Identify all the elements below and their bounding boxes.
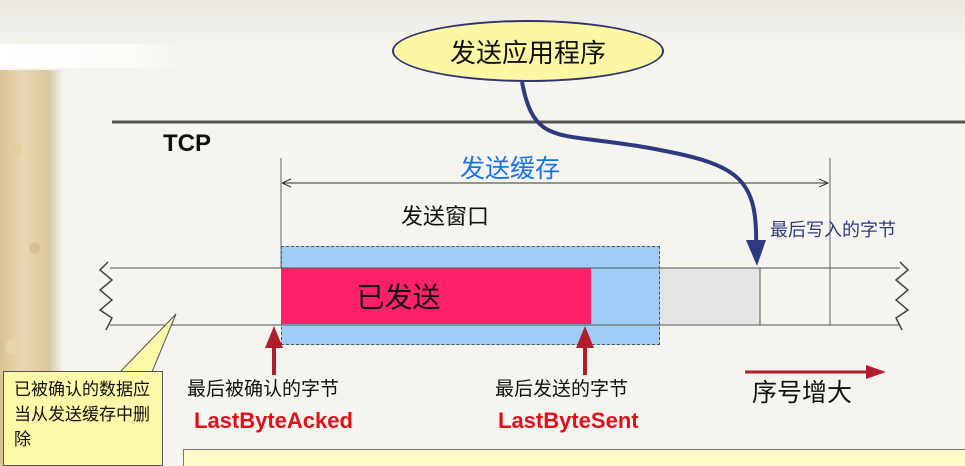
tcp-label: TCP — [163, 130, 211, 157]
background-highlight — [0, 44, 190, 68]
last-sent-arrowhead — [576, 326, 594, 348]
last-acked-cn-label: 最后被确认的字节 — [187, 378, 340, 400]
last-sent-en-label: LastByteSent — [498, 408, 639, 433]
stone-column-shadow — [50, 70, 64, 466]
send-buffer-label: 发送缓存 — [452, 156, 569, 181]
callout-box — [3, 371, 163, 466]
unsent-buffer-rect — [660, 268, 760, 324]
right-break-zigzag — [894, 261, 910, 331]
sent-rect — [281, 268, 591, 324]
last-acked-en-label: LastByteAcked — [194, 408, 353, 433]
app-bubble — [392, 20, 664, 82]
app-bubble-label: 发送应用程序 — [449, 38, 606, 69]
app-write-arrowhead — [746, 240, 766, 266]
app-write-curve — [520, 81, 759, 249]
seq-increase-label: 序号增大 — [752, 378, 853, 407]
callout-pointer — [118, 313, 177, 373]
last-acked-arrowhead — [265, 326, 283, 348]
last-sent-cn-label: 最后发送的字节 — [495, 378, 629, 400]
last-written-label: 最后写入的字节 — [770, 220, 896, 241]
callout-text: 已被确认的数据应当从发送缓存中删除 — [14, 380, 150, 450]
sent-label: 已发送 — [356, 281, 441, 314]
left-break-zigzag — [98, 261, 114, 331]
send-window-label: 发送窗口 — [401, 205, 490, 230]
seq-increase-arrowhead — [866, 365, 886, 379]
bottom-note-box — [183, 449, 965, 466]
